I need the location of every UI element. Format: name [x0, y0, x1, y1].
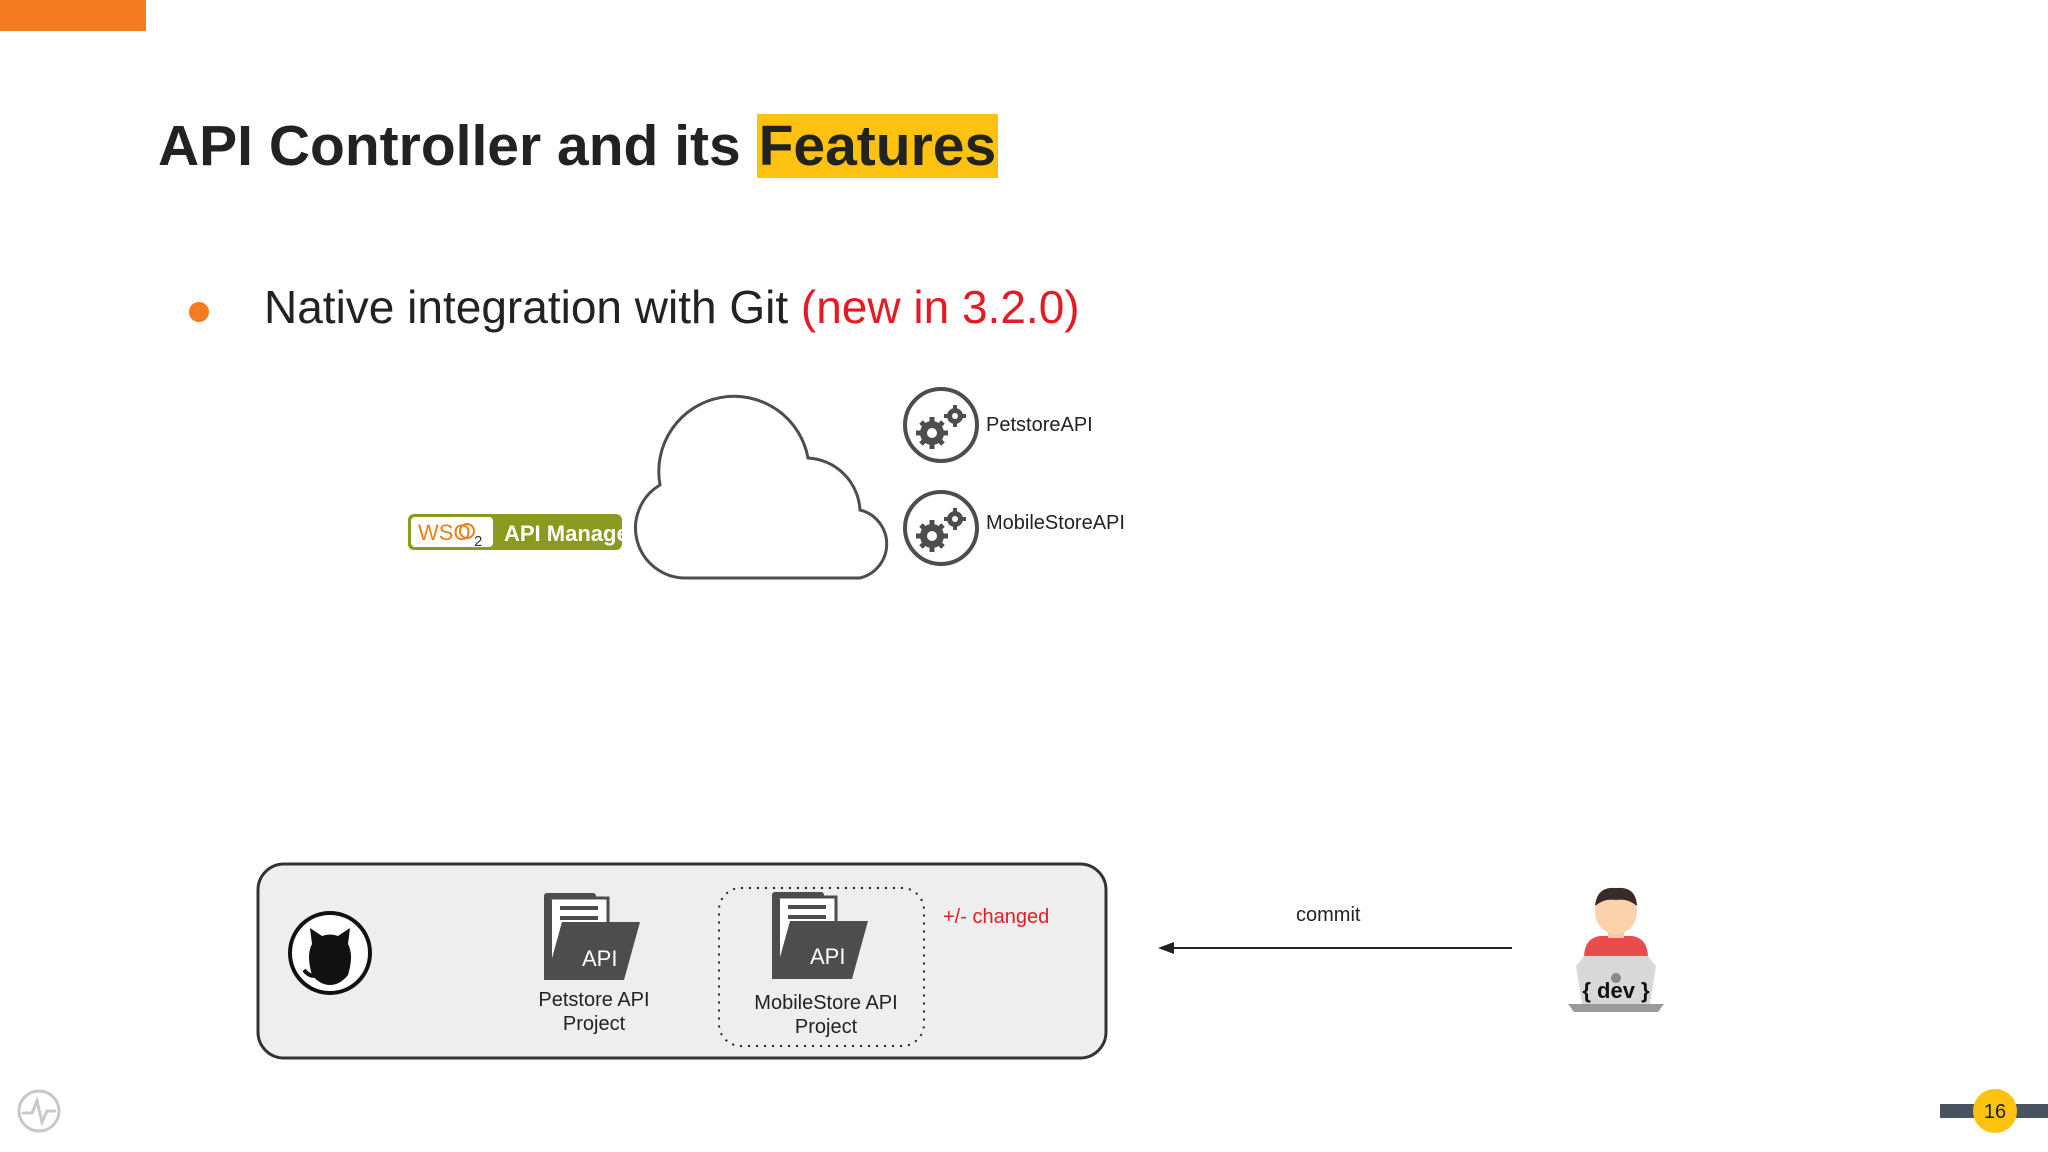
api-label-mobilestore: MobileStoreAPI: [986, 512, 1125, 534]
repository-box: [258, 864, 1106, 1058]
logo-brand: WSO: [418, 520, 471, 545]
api-label-petstore: PetstoreAPI: [986, 414, 1093, 436]
dev-label: { dev }: [1582, 978, 1650, 1003]
page-number: 16: [1984, 1101, 2006, 1123]
gear-icon: [905, 389, 977, 461]
arrow-head-icon: [1158, 942, 1174, 954]
developer-icon: { dev }: [1568, 888, 1664, 1012]
logo-icon: [19, 1091, 59, 1131]
logo-sub: 2: [474, 533, 482, 550]
cloud-icon: [636, 396, 887, 578]
folder-text: API: [810, 944, 845, 969]
changed-label: +/- changed: [943, 906, 1049, 929]
gear-icon: [905, 492, 977, 564]
project-label-line2: Project: [563, 1013, 626, 1035]
brand-logo-icon: WSO 2 API Manager: [408, 514, 638, 550]
project-label-line1: Petstore API: [538, 989, 649, 1011]
github-icon: [290, 913, 370, 993]
folder-text: API: [582, 946, 617, 971]
project-label-line2: Project: [795, 1016, 858, 1038]
logo-product: API Manager: [504, 521, 638, 546]
commit-label: commit: [1296, 904, 1360, 927]
project-label-line1: MobileStore API: [754, 992, 897, 1014]
